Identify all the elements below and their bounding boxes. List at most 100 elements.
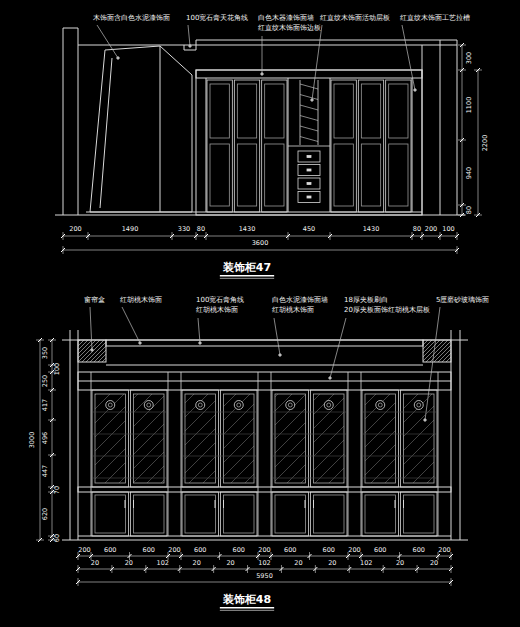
dimension-tick <box>170 234 174 238</box>
frosted-glass <box>404 394 435 483</box>
dimension-tick <box>246 567 250 571</box>
dimension-text: 70 <box>54 485 61 493</box>
dimension-tick <box>76 554 80 558</box>
title-underline <box>220 610 274 611</box>
dimension-tick <box>313 567 317 571</box>
dimension-tick <box>476 213 480 217</box>
door-panel <box>361 84 380 138</box>
dimension-text: 447 <box>42 465 49 477</box>
door-leaf <box>331 80 356 212</box>
ladder-rung <box>300 137 318 142</box>
dimension-tick <box>61 234 65 238</box>
door-handle <box>223 500 224 508</box>
dimension-text: 20 <box>328 560 336 567</box>
door-ornament <box>198 403 202 407</box>
dimension-tick <box>460 213 464 217</box>
dimension-tick <box>50 418 54 422</box>
dimension-text: 600 <box>413 547 425 554</box>
door-leaf <box>234 80 259 212</box>
door-ornament <box>144 401 153 410</box>
ladder-rung <box>300 126 318 131</box>
curtain-box <box>423 340 451 362</box>
dimension-tick <box>279 567 283 571</box>
lower-door-panel <box>275 495 306 533</box>
dimension-text: 496 <box>42 431 49 443</box>
dimension-tick <box>50 453 54 457</box>
door-panel <box>361 144 380 206</box>
dimension-tick <box>212 567 216 571</box>
leader-lines <box>90 25 440 421</box>
dimension-text: 80 <box>197 226 205 233</box>
shelf <box>288 146 330 147</box>
annotation: 红直纹木饰面活动层板 <box>320 14 390 22</box>
title-underline <box>220 275 274 277</box>
dimension-text: 3000 <box>29 432 36 449</box>
dimension-text: 600 <box>143 547 155 554</box>
ladder-rung <box>300 116 318 121</box>
door-ornament <box>378 403 382 407</box>
ladder-rail <box>300 80 301 145</box>
cabinet-side <box>91 372 92 536</box>
glass-shelf <box>183 412 256 413</box>
dimension-tick <box>204 234 208 238</box>
drawer <box>298 192 320 203</box>
door-ornament <box>414 401 423 410</box>
door-panel <box>389 144 408 206</box>
cabinet-side <box>258 372 259 536</box>
dimension-text: 200 <box>69 226 81 233</box>
dimension-text: 20 <box>430 560 438 567</box>
drawing-title: 装饰柜48 <box>223 594 271 607</box>
glass-door <box>131 390 168 487</box>
dimension-text: 200 <box>168 547 180 554</box>
dimension-tick <box>449 554 453 558</box>
lower-door-panel <box>185 495 216 533</box>
dimension-tick <box>359 554 363 558</box>
cabinet-side <box>168 372 169 536</box>
door-ornament <box>237 403 241 407</box>
door-ornament <box>147 403 151 407</box>
dimension-tick <box>436 554 440 558</box>
glass-door <box>182 390 219 487</box>
dimension-tick <box>420 234 424 238</box>
dimension-text: 2200 <box>482 134 489 151</box>
lower-door-panel <box>134 495 165 533</box>
door-panel <box>265 144 284 206</box>
door-handle <box>133 500 134 508</box>
dimension-tick <box>346 554 350 558</box>
dimension-text: 20 <box>91 560 99 567</box>
dimension-tick <box>410 234 414 238</box>
door-panel <box>237 144 256 206</box>
dimension-tick <box>86 234 90 238</box>
door-ornament <box>327 403 331 407</box>
dimension-tick <box>194 234 198 238</box>
glass-shelf <box>363 434 436 435</box>
dimension-text: 600 <box>194 547 206 554</box>
door-ornament <box>288 403 292 407</box>
annotation: 窗帘盒 <box>84 296 105 304</box>
dimension-text: 250 <box>42 375 49 387</box>
cabinet-48-frame <box>62 330 468 540</box>
slanted-panel <box>90 46 192 212</box>
dimension-text: 940 <box>466 166 473 178</box>
door-ornament <box>106 401 115 410</box>
dimension-tick <box>50 338 54 342</box>
annotation: 20厚夹板面饰红胡桃木层板 <box>344 306 430 314</box>
dimension-text: 350 <box>42 346 49 358</box>
door-leaf <box>207 80 232 212</box>
cabinet-side <box>438 372 439 536</box>
dimension-tick <box>178 567 182 571</box>
dimension-tick <box>476 68 480 72</box>
drawer-knob <box>307 156 311 158</box>
door-panel <box>334 144 353 206</box>
dimension-text: 20 <box>294 560 302 567</box>
door-handle <box>125 500 126 508</box>
dimension-tick <box>256 554 260 558</box>
glass-shelf <box>363 456 436 457</box>
glass-shelf <box>183 456 256 457</box>
dimension-tick <box>308 554 312 558</box>
annotation: 木饰面含白色水泥漆饰面 <box>93 14 170 22</box>
dimension-tick <box>449 567 453 571</box>
frosted-glass <box>134 394 165 483</box>
dimension-line <box>78 556 451 557</box>
dimension-line <box>40 340 41 540</box>
